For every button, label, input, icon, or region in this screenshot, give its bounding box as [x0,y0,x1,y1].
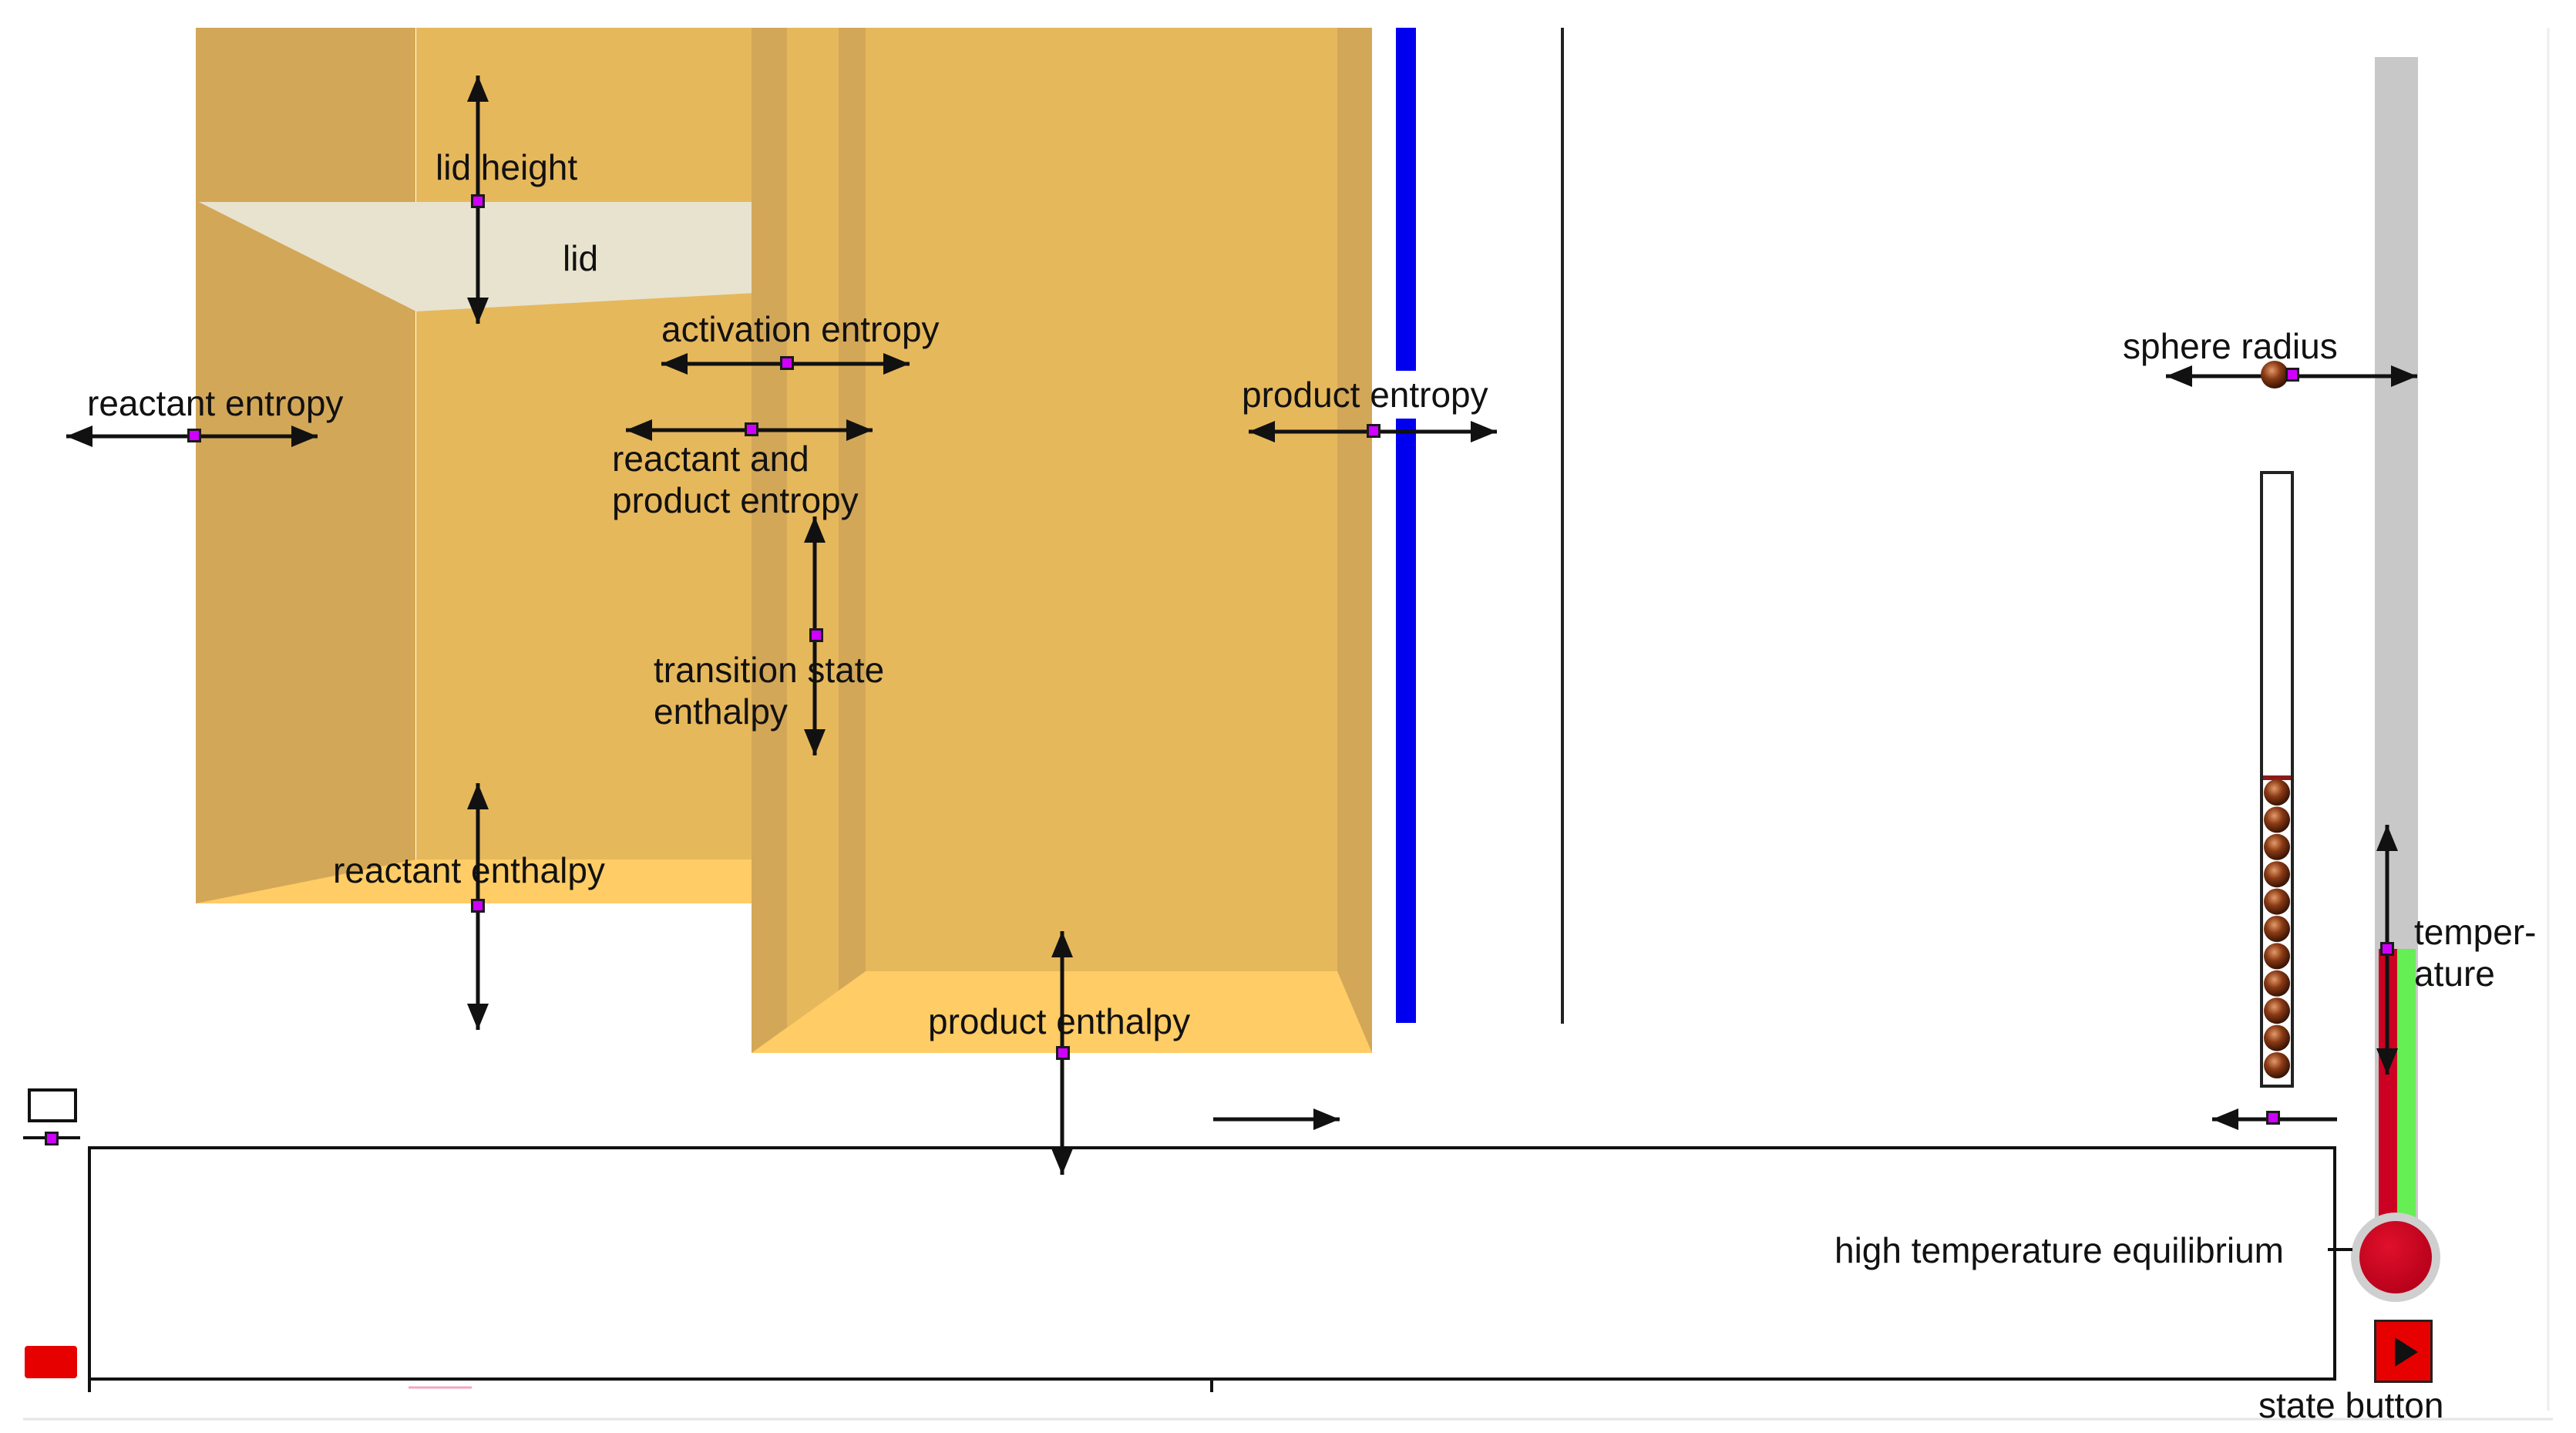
status-indicator[interactable] [25,1346,77,1378]
reactant-and-product-entropy-label-line1: reactant and [612,439,809,479]
lid-panel [199,202,840,311]
sphere [2264,779,2290,806]
sphere [2264,1024,2290,1051]
product-enthalpy-label: product enthalpy [928,1001,1191,1041]
lid-label: lid [563,238,599,278]
thermometer-bulb [2359,1221,2432,1293]
sphere [2264,833,2290,860]
reactant-well-floor [196,859,752,903]
sphere-column [2260,471,2294,1088]
barrier-left-face [752,28,787,1053]
time-plot-frame [88,1146,2336,1381]
product-enthalpy-handle[interactable] [1056,1046,1070,1060]
transition-state-enthalpy-label-line1: transition state [654,650,885,690]
reactant-entropy-label: reactant entropy [87,383,344,423]
product-entropy-handle[interactable] [1367,424,1380,438]
sphere [2264,861,2290,888]
reactant-enthalpy-handle[interactable] [471,899,485,913]
high-temperature-equilibrium-label: high temperature equilibrium [1834,1230,2284,1270]
monitor-icon[interactable] [23,1088,80,1139]
product-population-bar [1396,28,1416,1023]
sphere-column-fill-top [2263,775,2291,780]
activation-entropy-label: activation entropy [661,309,940,349]
play-icon [2395,1337,2418,1367]
sphere [2264,997,2290,1024]
sphere [2264,916,2290,942]
sphere-radius-handle[interactable] [2285,368,2299,382]
lid-height-handle[interactable] [471,194,485,208]
reactant-well-back-wall [416,28,752,872]
time-plot [23,28,2553,1421]
state-button-label: state button [2258,1385,2444,1425]
product-entropy-label: product entropy [1242,375,1488,415]
sphere [2264,970,2290,997]
lid-height-label: lid height [435,147,578,187]
sphere [2264,806,2290,833]
activation-entropy-handle[interactable] [780,356,794,370]
temperature-handle[interactable] [2380,942,2394,956]
transition-state-enthalpy-label-line2: enthalpy [654,691,788,732]
sphere [2264,943,2290,970]
transition-state-enthalpy-handle[interactable] [809,628,823,642]
reactant-entropy-handle[interactable] [187,429,201,442]
sphere-column-handle[interactable] [2266,1111,2280,1125]
sphere [2264,888,2290,915]
sphere [2264,1052,2290,1078]
reactant-enthalpy-label: reactant enthalpy [333,850,605,890]
thermometer-green-column [2396,949,2416,1229]
monitor-handle[interactable] [45,1132,59,1145]
product-well-back-wall [866,28,1337,1053]
reactant-and-product-entropy-label-line2: product entropy [612,480,859,520]
time-forward-arrow [1213,1108,1340,1130]
energy-landscape [196,28,1372,1053]
state-button[interactable] [2374,1320,2433,1383]
sphere-radius-label: sphere radius [2123,326,2338,366]
temperature-label-line1: temper- [2414,912,2537,952]
reactant-well-side-wall [196,28,415,903]
reactant-and-product-entropy-handle[interactable] [745,422,758,436]
product-well-right-wall [1337,28,1372,1053]
thermometer[interactable] [2351,57,2440,1302]
barrier-right-face [839,28,866,1053]
temperature-label-line2: ature [2414,954,2495,994]
sphere-radius-preview [2261,361,2288,389]
